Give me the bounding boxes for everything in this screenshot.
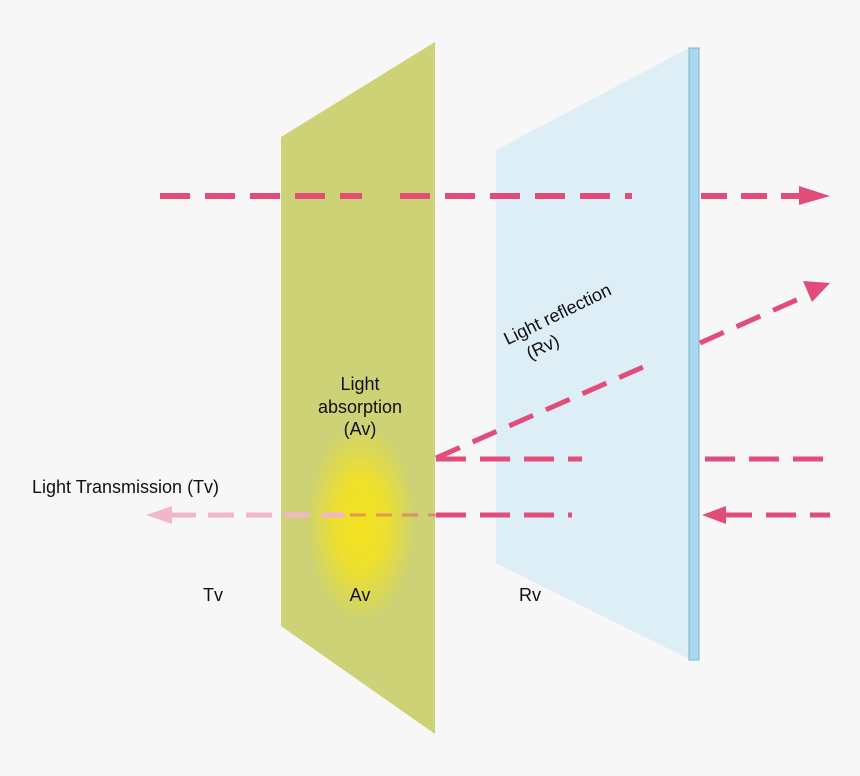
arrowhead-transmitted bbox=[146, 506, 172, 524]
absorption-label-line3: (Av) bbox=[343, 419, 377, 439]
arrowhead-reflection bbox=[803, 281, 830, 302]
absorption-label-line2: absorption bbox=[317, 396, 403, 417]
absorption-glow bbox=[306, 423, 416, 623]
rv-label: Rv bbox=[519, 585, 541, 605]
arrowhead-right-top bbox=[799, 186, 830, 205]
glass-panel-edge bbox=[688, 47, 700, 661]
reflected-ray bbox=[434, 290, 814, 461]
arrowhead-incoming bbox=[702, 506, 726, 524]
transmission-label: Light Transmission (Tv) bbox=[32, 477, 220, 497]
absorption-label-line1: Light bbox=[340, 374, 380, 394]
tv-label: Tv bbox=[203, 585, 223, 605]
av-label: Av bbox=[349, 585, 371, 605]
glass-panel bbox=[496, 48, 689, 659]
absorption-label: Light absorption (Av) bbox=[318, 373, 402, 441]
